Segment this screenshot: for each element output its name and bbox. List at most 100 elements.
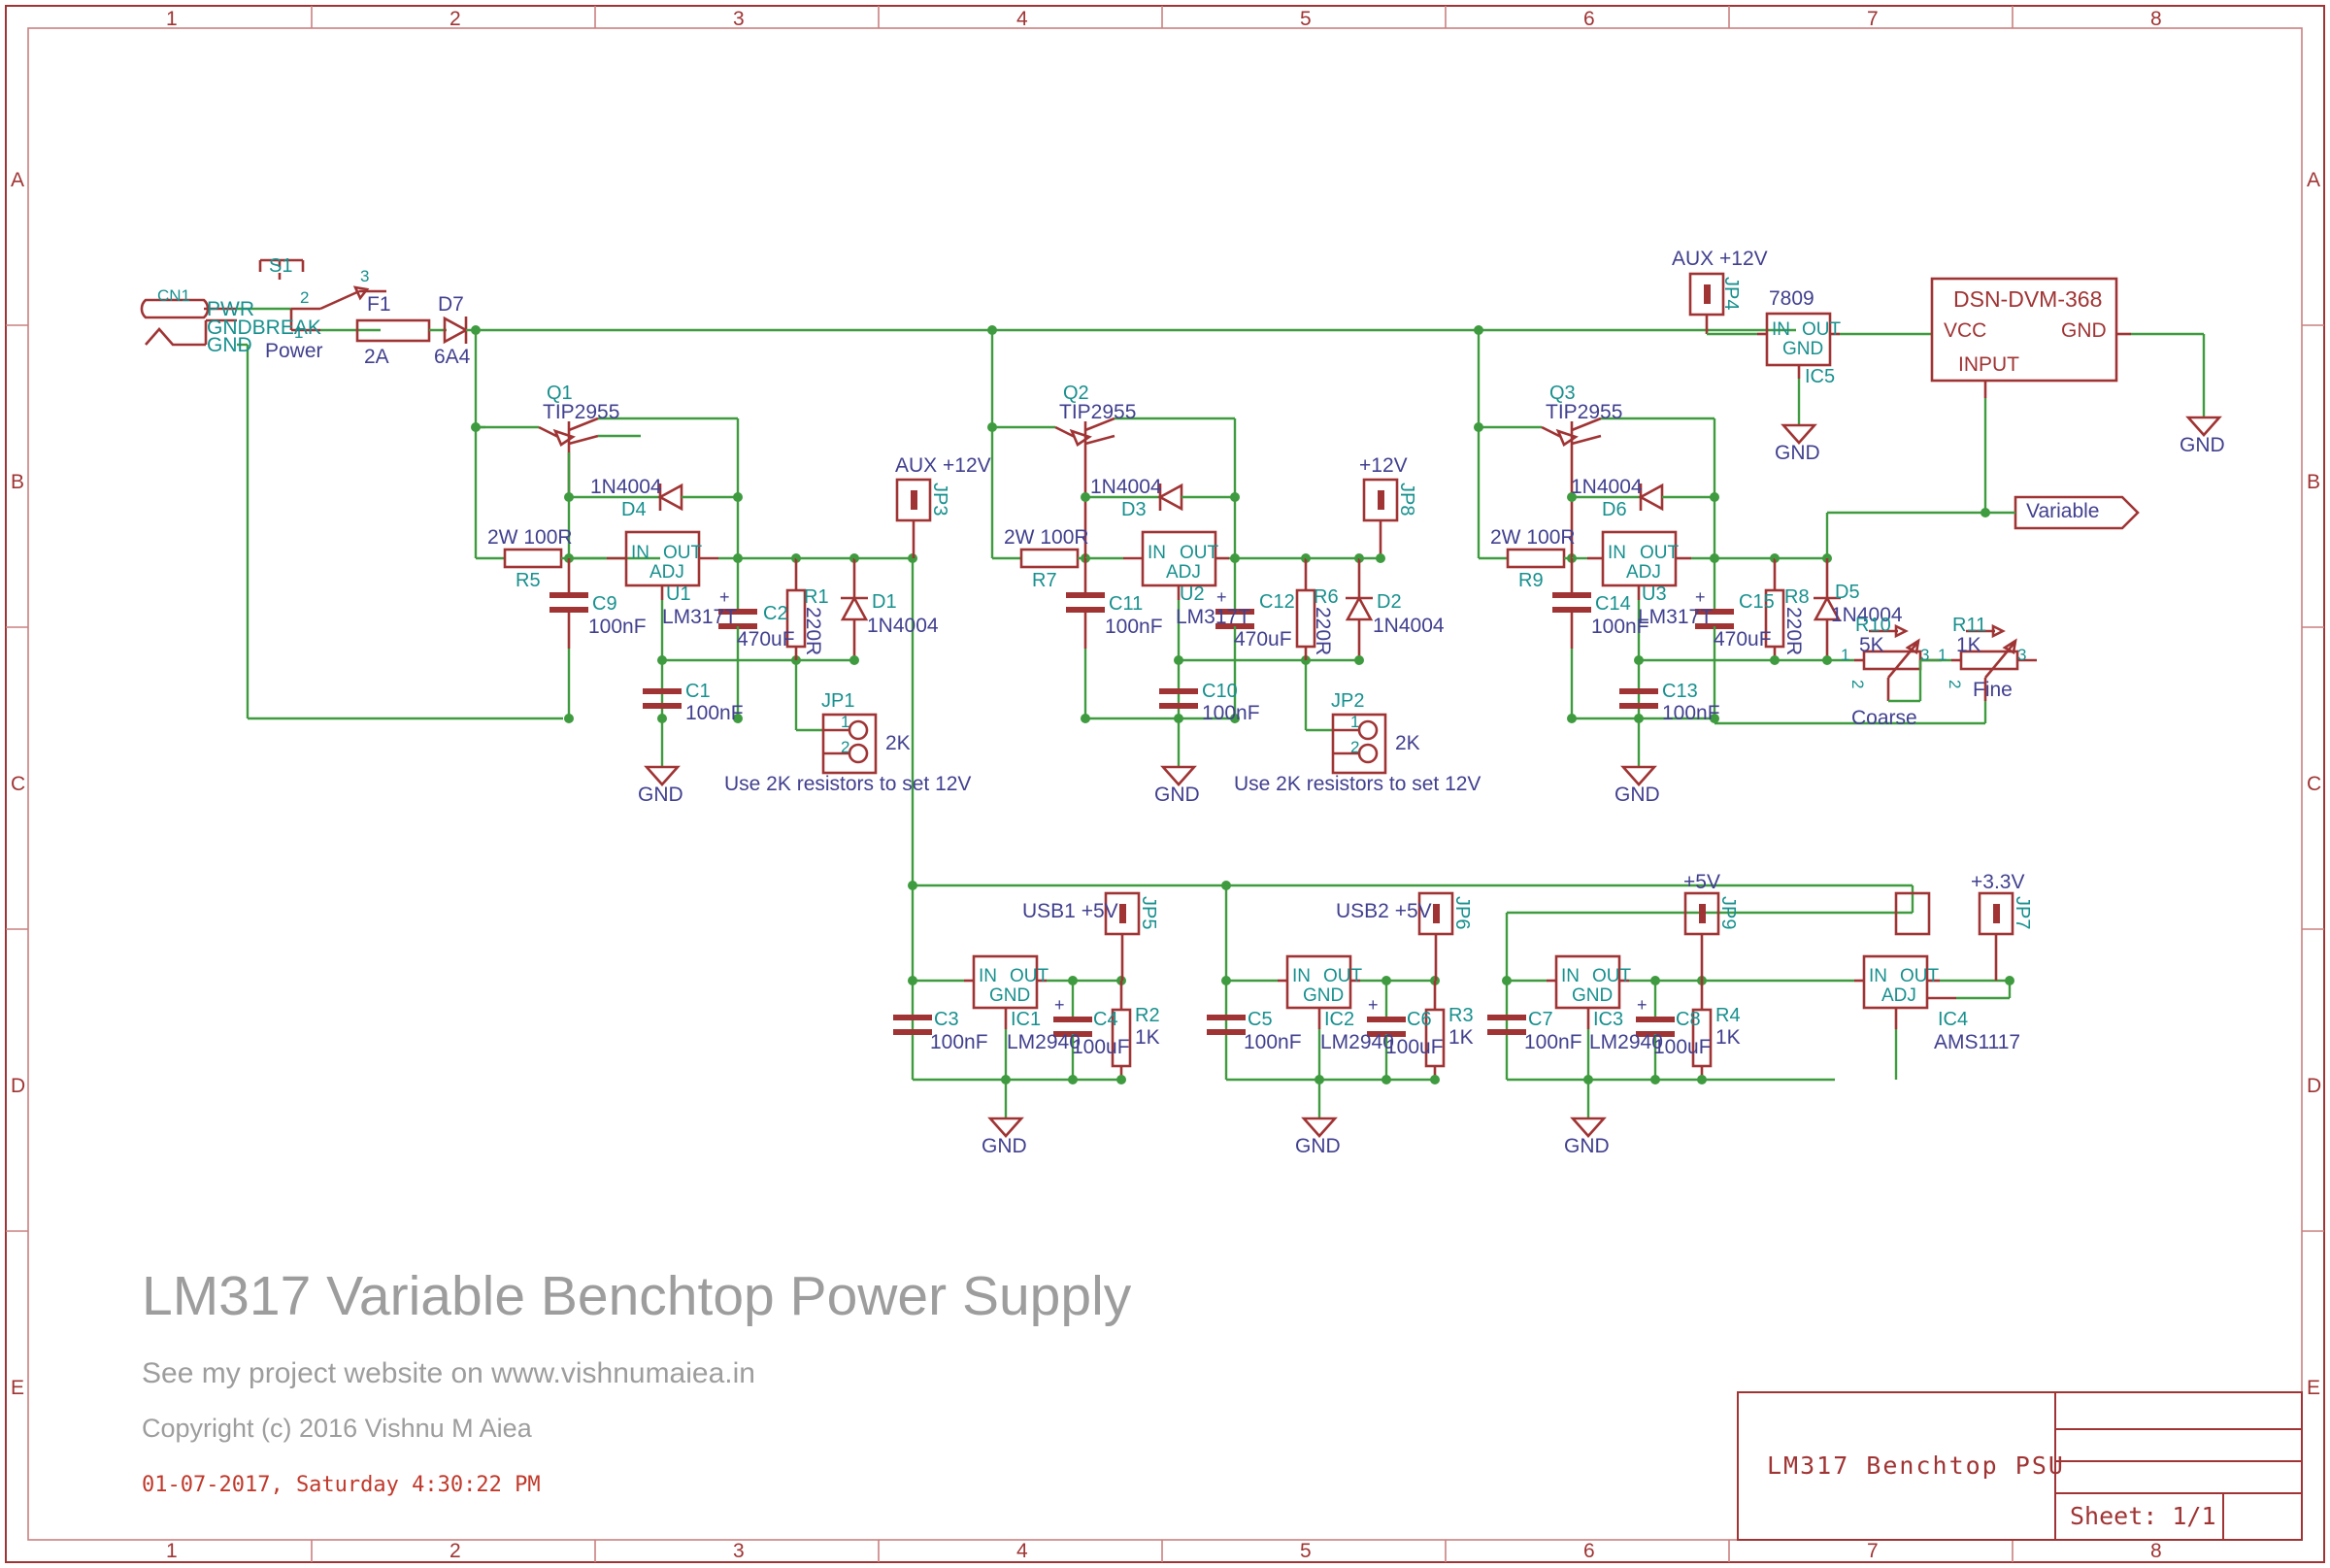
zone-right-e: E — [2307, 1377, 2321, 1399]
c6-value: 100uF — [1385, 1036, 1444, 1058]
zone-top-7: 7 — [1867, 8, 1879, 30]
c2-reference: C2 — [763, 603, 788, 624]
jp1-value: 2K — [885, 732, 911, 754]
u2-value: LM317T — [1176, 606, 1251, 628]
r2-value: 1K — [1135, 1026, 1160, 1049]
u1-pin-out: OUT — [663, 543, 703, 563]
ic1-pin-gnd: GND — [989, 985, 1031, 1006]
c3-reference: C3 — [934, 1009, 959, 1030]
r11-reference: R11 — [1952, 615, 1987, 636]
u2-pin-out: OUT — [1180, 543, 1219, 563]
r2-reference: R2 — [1135, 1005, 1160, 1026]
zone-top-1: 1 — [166, 8, 178, 30]
c14-reference: C14 — [1595, 593, 1631, 615]
ic2-value: LM2940 — [1320, 1031, 1394, 1053]
c9-reference: C9 — [592, 593, 617, 615]
zone-top-8: 8 — [2150, 8, 2162, 30]
rail5v-gnd-label: GND — [1564, 1135, 1610, 1157]
page-title: LM317 Variable Benchtop Power Supply — [142, 1265, 1132, 1327]
zone-bottom-7: 7 — [1867, 1540, 1879, 1562]
ic1-reference: IC1 — [1011, 1009, 1042, 1030]
u2-reference: U2 — [1180, 584, 1205, 605]
ic1-value: LM2940 — [1007, 1031, 1081, 1053]
zone-bottom-4: 4 — [1016, 1540, 1028, 1562]
ic5-reference: IC5 — [1805, 366, 1836, 387]
c12-polarity: + — [1216, 587, 1227, 607]
c6-polarity: + — [1368, 995, 1379, 1015]
zone-bottom-2: 2 — [449, 1540, 461, 1562]
q2-reference: Q2 — [1063, 383, 1089, 404]
r1-value: 220R — [802, 607, 824, 656]
copyright-text: Copyright (c) 2016 Vishnu M Aiea — [142, 1414, 532, 1443]
r10-reference: R10 — [1855, 615, 1891, 636]
ic1-pin-out: OUT — [1010, 966, 1049, 986]
r10-pin1: 1 — [1841, 646, 1850, 664]
d7-reference: D7 — [438, 293, 464, 316]
ic5-gnd-label: GND — [1775, 442, 1820, 464]
ic3-pin-in: IN — [1561, 966, 1580, 986]
dvm-pin-vcc: VCC — [1944, 319, 1987, 342]
ic1-pin-in: IN — [979, 966, 997, 986]
ic2-reference: IC2 — [1324, 1009, 1355, 1030]
usb2-gnd-label: GND — [1295, 1135, 1341, 1157]
ic4-value: AMS1117 — [1934, 1031, 2021, 1053]
jp2-note: Use 2K resistors to set 12V — [1234, 773, 1481, 795]
d2-value: 1N4004 — [1373, 615, 1445, 637]
c8-value: 100uF — [1653, 1036, 1712, 1058]
r4-value: 1K — [1715, 1026, 1741, 1049]
zone-left-e: E — [11, 1377, 25, 1399]
c6-reference: C6 — [1407, 1009, 1432, 1030]
c1-reference: C1 — [685, 681, 711, 702]
cn1-pin-pwr: PWR — [207, 298, 254, 320]
r8-reference: R8 — [1784, 586, 1810, 608]
zone-top-4: 4 — [1016, 8, 1028, 30]
ic3-value: LM2940 — [1589, 1031, 1663, 1053]
jp2-reference: JP2 — [1331, 690, 1365, 712]
jp1-reference: JP1 — [821, 690, 855, 712]
zone-left-a: A — [11, 169, 25, 191]
stage3-gnd-label: GND — [1614, 784, 1660, 806]
d6-reference: D6 — [1602, 499, 1627, 520]
ic4-pin-out: OUT — [1900, 966, 1940, 986]
jp1-pin1: 1 — [841, 713, 850, 731]
jp1-note: Use 2K resistors to set 12V — [724, 773, 972, 795]
ic2-pin-out: OUT — [1323, 966, 1363, 986]
ic5-value: 7809 — [1769, 287, 1814, 310]
jp2-value: 2K — [1395, 732, 1420, 754]
c13-reference: C13 — [1662, 681, 1698, 702]
jp3-label: AUX +12V — [895, 454, 991, 477]
r9-reference: R9 — [1518, 570, 1544, 591]
c4-reference: C4 — [1093, 1009, 1118, 1030]
d3-reference: D3 — [1121, 499, 1147, 520]
r5-reference: R5 — [516, 570, 541, 591]
r10-pin2: 2 — [1848, 680, 1867, 689]
jp8-label: +12V — [1359, 454, 1408, 477]
d5-value: 1N4004 — [1831, 604, 1903, 626]
stage3-circuit — [1474, 325, 2037, 786]
f1-reference: F1 — [367, 293, 391, 316]
zone-bottom-3: 3 — [733, 1540, 745, 1562]
d4-value: 1N4004 — [590, 476, 662, 498]
c7-value: 100nF — [1524, 1031, 1582, 1053]
ic3-reference: IC3 — [1593, 1009, 1624, 1030]
c15-polarity: + — [1695, 587, 1706, 607]
jp2-pin2: 2 — [1350, 738, 1360, 756]
titleblock-project-name: LM317 Benchtop PSU — [1767, 1451, 2065, 1480]
q2-value: TIP2955 — [1059, 401, 1137, 423]
jp4-reference: JP4 — [1720, 277, 1742, 311]
r7-reference: R7 — [1032, 570, 1057, 591]
d1-value: 1N4004 — [867, 615, 939, 637]
ic4-pin-adj: ADJ — [1881, 985, 1916, 1006]
q3-reference: Q3 — [1549, 383, 1576, 404]
c5-reference: C5 — [1248, 1009, 1273, 1030]
zone-bottom-1: 1 — [166, 1540, 178, 1562]
r8-value: 220R — [1782, 607, 1805, 656]
u2-pin-in: IN — [1148, 543, 1166, 563]
c14-value: 100nF — [1591, 616, 1649, 638]
c10-reference: C10 — [1202, 681, 1238, 702]
zone-top-6: 6 — [1583, 8, 1595, 30]
sheet-frame — [5, 5, 2325, 1563]
c15-reference: C15 — [1739, 591, 1775, 613]
c8-reference: C8 — [1676, 1009, 1701, 1030]
u1-pin-in: IN — [631, 543, 649, 563]
